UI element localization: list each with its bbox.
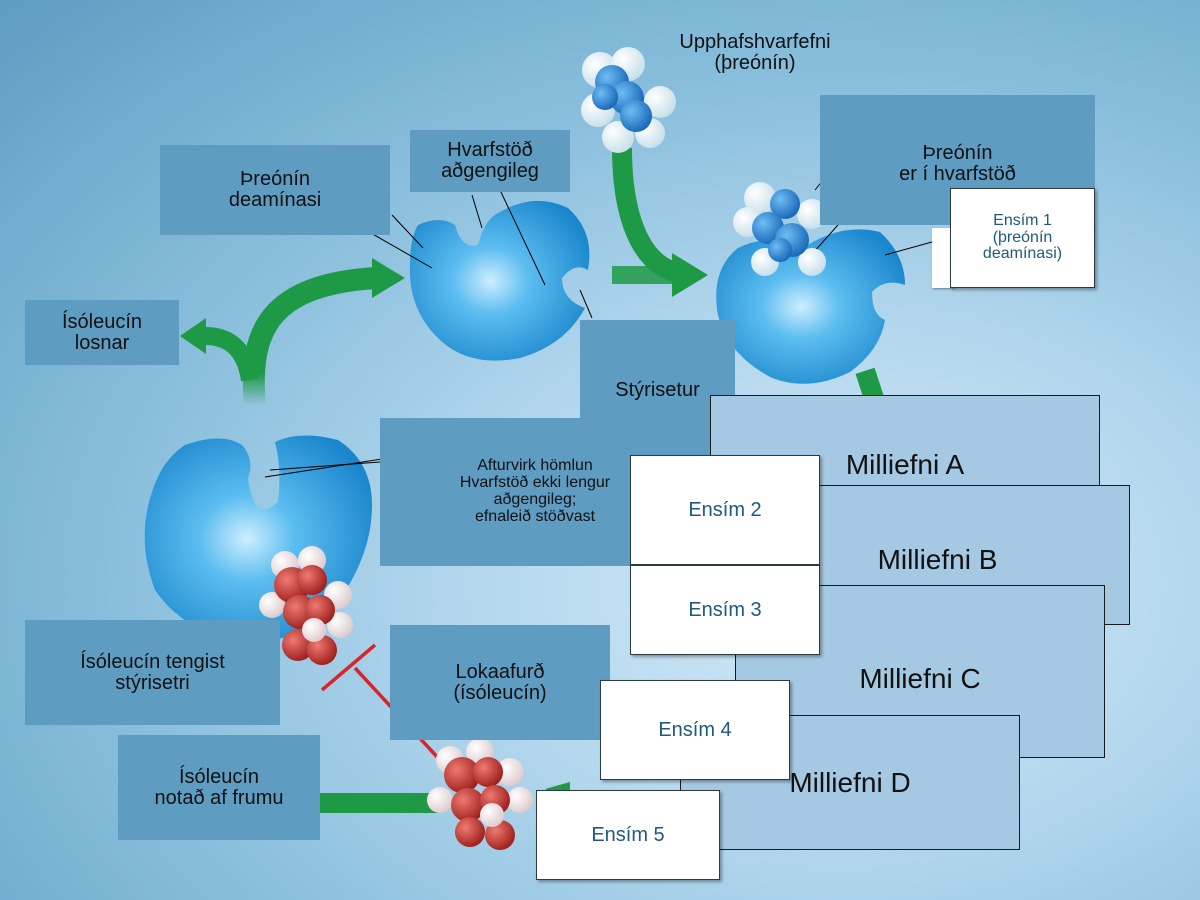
isoleucine-released-label: Ísóleucín losnar	[25, 300, 179, 365]
enzyme-1-label: Ensím 1 (þreónín deamínasi)	[950, 188, 1095, 288]
enzyme-3-label: Ensím 3	[630, 565, 820, 655]
isoleucine-molecule-bound	[259, 546, 353, 665]
threonine-deaminase-label: Þreónín deamínasi	[160, 145, 390, 235]
leader-lines	[264, 179, 933, 478]
enzyme-1-backing	[932, 228, 954, 288]
enzyme-5-label: Ensím 5	[536, 790, 720, 880]
threonine-molecule-bound	[733, 182, 827, 276]
inhibited-enzyme	[144, 435, 372, 642]
end-product-label: Lokaafurð (ísóleucín)	[390, 625, 610, 740]
cell-use-arrow	[320, 793, 438, 813]
substrate-arrow	[612, 147, 679, 282]
threonine-molecule-top	[581, 47, 676, 153]
isoleucine-used-label: Ísóleucín notað af frumu	[118, 735, 320, 840]
arrowhead-isoleucine-released	[180, 318, 206, 354]
isoleucine-binds-label: Ísóleucín tengist stýrisetri	[25, 620, 280, 725]
conversion-arrow-stub	[612, 266, 676, 284]
enzyme-4-label: Ensím 4	[600, 680, 790, 780]
isoleucine-molecule-product	[427, 738, 533, 850]
isoleucine-release-arrow	[204, 327, 259, 382]
arrowhead-to-enzyme	[372, 258, 405, 298]
threonine-deaminase-enzyme-top	[409, 200, 590, 361]
enzyme-release-arrow	[242, 267, 376, 407]
enzyme-2-label: Ensím 2	[630, 455, 820, 565]
active-site-label: Hvarfstöð aðgengileg	[410, 130, 570, 192]
arrowhead-substrate	[672, 253, 708, 297]
initial-substrate-label: Upphafshvarfefni (þreónín)	[679, 30, 831, 74]
